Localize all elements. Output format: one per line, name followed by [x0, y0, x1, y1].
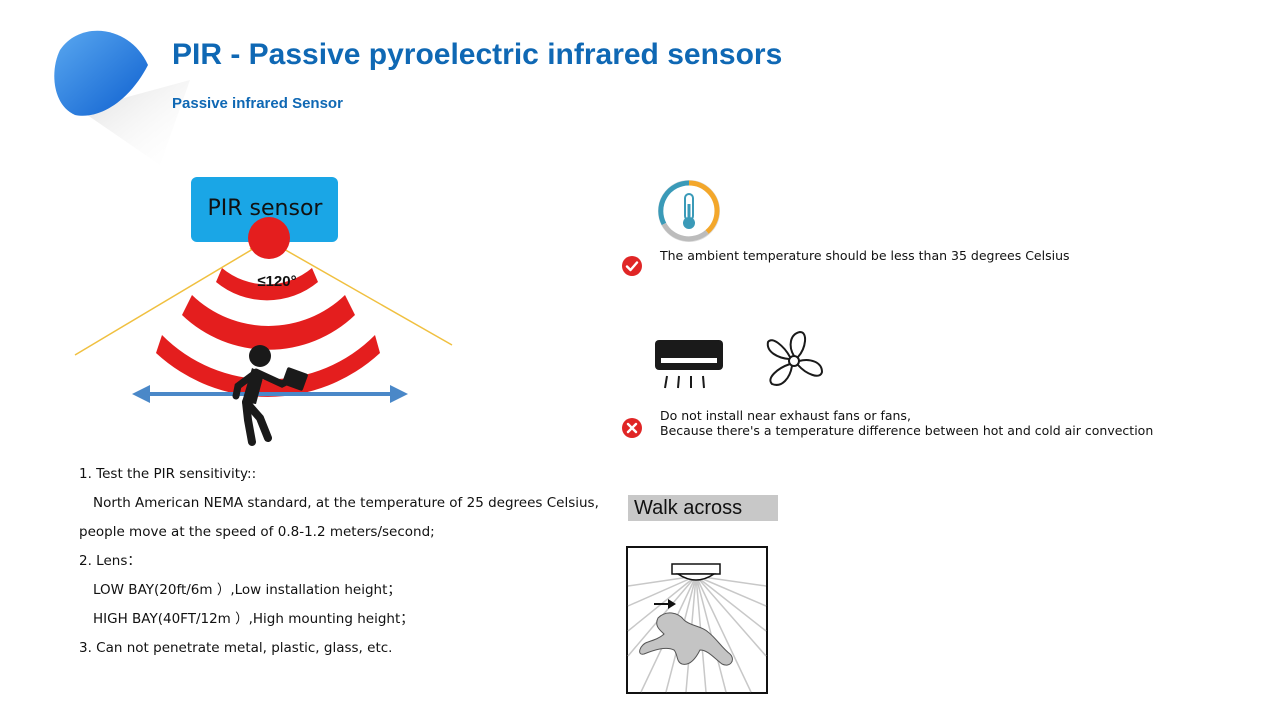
page-title: PIR - Passive pyroelectric infrared sens… — [172, 38, 783, 71]
page-subtitle: Passive infrared Sensor — [172, 95, 343, 112]
check-icon — [622, 256, 642, 276]
pir-coverage-diagram: PIR sensor ≤120° — [74, 177, 453, 446]
note-line: HIGH BAY(40FT/12m ）,High mounting height… — [93, 611, 414, 627]
note-line: 1. Test the PIR sensitivity:: — [79, 466, 257, 482]
note-line: 3. Can not penetrate metal, plastic, gla… — [79, 640, 393, 656]
fan-warning-line-2: Because there's a temperature difference… — [660, 423, 1154, 438]
note-line: LOW BAY(20ft/6m ）,Low installation heigh… — [93, 582, 401, 598]
note-line: North American NEMA standard, at the tem… — [93, 495, 599, 511]
pir-sensor-label: PIR sensor — [208, 196, 324, 221]
air-conditioner-icon — [655, 340, 723, 389]
fan-icon — [766, 330, 824, 386]
walking-person-icon — [639, 612, 733, 666]
walk-across-label: Walk across — [628, 495, 778, 521]
note-line: people move at the speed of 0.8-1.2 mete… — [79, 524, 435, 540]
thermometer-gauge-icon — [658, 180, 720, 242]
notes-list: 1. Test the PIR sensitivity:: North Amer… — [79, 460, 599, 663]
ambient-temperature-note: The ambient temperature should be less t… — [660, 248, 1070, 263]
fan-warning-note: Do not install near exhaust fans or fans… — [660, 408, 1153, 438]
walk-across-illustration — [626, 546, 768, 694]
angle-label: ≤120° — [257, 273, 296, 290]
fan-warning-line-1: Do not install near exhaust fans or fans… — [660, 408, 911, 423]
cross-icon — [622, 418, 642, 438]
logo-drop-shape — [54, 30, 190, 165]
running-person-icon — [232, 345, 308, 446]
note-line: 2. Lens： — [79, 553, 141, 569]
